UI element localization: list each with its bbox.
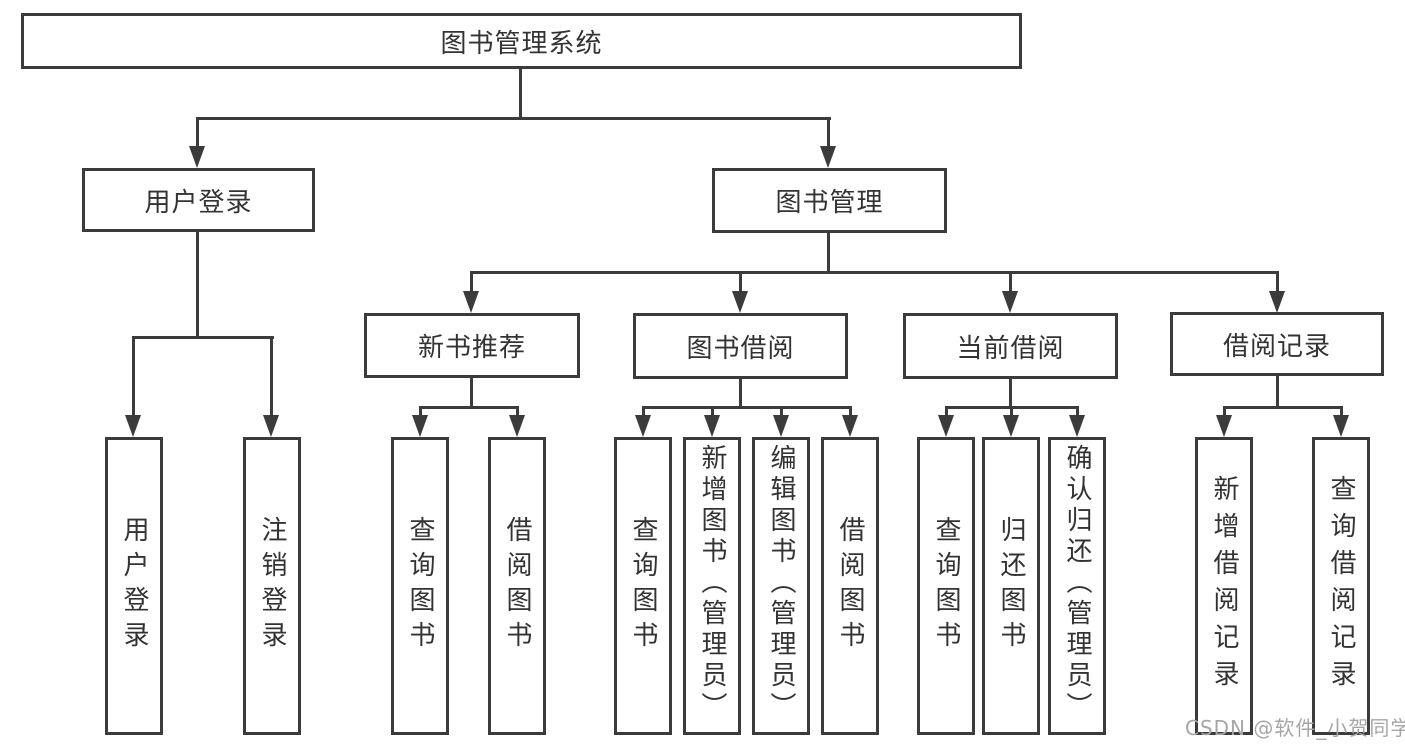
leaf-confirm-return-admin-label: 确认归还（管理员）: [1062, 444, 1092, 723]
leaf-borrow-book-1-label: 借阅图书: [502, 516, 532, 656]
node-book-management-label: 图书管理: [775, 188, 884, 218]
connector-line: [1076, 406, 1079, 416]
connector-line: [419, 406, 519, 409]
node-root: 图书管理系统: [21, 13, 1022, 69]
leaf-borrow-book-1: 借阅图书: [488, 437, 546, 735]
leaf-query-book-3-label: 查询图书: [931, 516, 961, 656]
arrow-down-icon: [125, 415, 141, 437]
leaf-edit-book-admin-label: 编辑图书（管理员）: [766, 444, 796, 723]
connector-line: [196, 117, 831, 120]
arrow-down-icon: [189, 146, 205, 168]
arrow-down-icon: [1333, 415, 1349, 437]
leaf-logout-label: 注销登录: [257, 516, 287, 656]
arrow-down-icon: [412, 415, 428, 437]
leaf-query-book-2: 查询图书: [614, 437, 672, 735]
arrow-down-icon: [463, 291, 479, 313]
leaf-add-borrow-record-label: 新增借阅记录: [1209, 475, 1239, 697]
connector-line: [470, 378, 473, 409]
arrow-down-icon: [773, 415, 789, 437]
connector-line: [642, 406, 851, 409]
leaf-borrow-book-2-label: 借阅图书: [835, 516, 865, 656]
node-user-login-label: 用户登录: [144, 187, 253, 218]
node-root-label: 图书管理系统: [440, 28, 603, 59]
arrow-down-icon: [1069, 415, 1085, 437]
node-book-borrowing: 图书借阅: [633, 313, 848, 379]
connector-line: [1276, 271, 1279, 292]
arrow-down-icon: [1216, 415, 1232, 437]
connector-line: [470, 271, 473, 292]
leaf-return-book: 归还图书: [982, 437, 1040, 735]
leaf-add-book-admin: 新增图书（管理员）: [683, 437, 741, 735]
leaf-query-borrow-record-label: 查询借阅记录: [1326, 475, 1356, 697]
csdn-watermark: CSDN @软件_小贺同学: [1185, 716, 1405, 740]
connector-line: [519, 68, 522, 119]
leaf-logout: 注销登录: [243, 437, 301, 735]
connector-line: [849, 406, 852, 416]
connector-line: [1223, 406, 1226, 416]
arrow-down-icon: [842, 415, 858, 437]
leaf-query-book-2-label: 查询图书: [628, 516, 658, 656]
connector-line: [1009, 379, 1012, 409]
connector-line: [1010, 406, 1013, 416]
node-new-book-recommend: 新书推荐: [364, 313, 580, 378]
arrow-down-icon: [1003, 415, 1019, 437]
node-current-borrowing: 当前借阅: [903, 313, 1118, 379]
arrow-down-icon: [263, 415, 279, 437]
node-book-borrowing-label: 图书借阅: [686, 333, 795, 364]
leaf-user-login: 用户登录: [105, 437, 163, 735]
connector-line: [827, 117, 830, 148]
connector-line: [739, 379, 742, 409]
node-current-borrowing-label: 当前借阅: [956, 333, 1065, 364]
connector-line: [419, 406, 422, 416]
connector-line: [470, 271, 1279, 274]
leaf-add-book-admin-label: 新增图书（管理员）: [697, 444, 727, 723]
connector-line: [780, 406, 783, 416]
connector-line: [1340, 406, 1343, 416]
leaf-add-borrow-record: 新增借阅记录: [1195, 437, 1253, 735]
arrow-down-icon: [1269, 291, 1285, 313]
arrow-down-icon: [1002, 291, 1018, 313]
arrow-down-icon: [704, 415, 720, 437]
leaf-return-book-label: 归还图书: [996, 516, 1026, 656]
connector-line: [711, 406, 714, 416]
arrow-down-icon: [938, 415, 954, 437]
connector-line: [132, 336, 135, 417]
leaf-query-book-1-label: 查询图书: [405, 516, 435, 656]
node-new-book-recommend-label: 新书推荐: [417, 333, 526, 363]
arrow-down-icon: [732, 291, 748, 313]
connector-line: [132, 336, 274, 339]
leaf-query-borrow-record: 查询借阅记录: [1312, 437, 1370, 735]
connector-line: [270, 336, 273, 417]
leaf-edit-book-admin: 编辑图书（管理员）: [752, 437, 810, 735]
leaf-borrow-book-2: 借阅图书: [821, 437, 879, 735]
leaf-user-login-label: 用户登录: [119, 516, 149, 656]
connector-line: [827, 233, 830, 274]
connector-line: [196, 232, 199, 339]
connector-line: [196, 117, 199, 148]
node-borrowing-records-label: 借阅记录: [1222, 331, 1331, 362]
arrow-down-icon: [820, 146, 836, 168]
connector-line: [642, 406, 645, 416]
connector-line: [516, 406, 519, 416]
leaf-confirm-return-admin: 确认归还（管理员）: [1048, 437, 1106, 735]
leaf-query-book-1: 查询图书: [391, 437, 449, 735]
node-book-management: 图书管理: [712, 168, 947, 233]
leaf-query-book-3: 查询图书: [917, 437, 975, 735]
connector-line: [1009, 271, 1012, 292]
connector-line: [739, 271, 742, 292]
node-borrowing-records: 借阅记录: [1170, 312, 1384, 376]
connector-line: [945, 406, 948, 416]
connector-line: [1223, 406, 1342, 409]
arrow-down-icon: [509, 415, 525, 437]
arrow-down-icon: [635, 415, 651, 437]
connector-line: [1276, 376, 1279, 409]
node-user-login: 用户登录: [82, 168, 315, 232]
